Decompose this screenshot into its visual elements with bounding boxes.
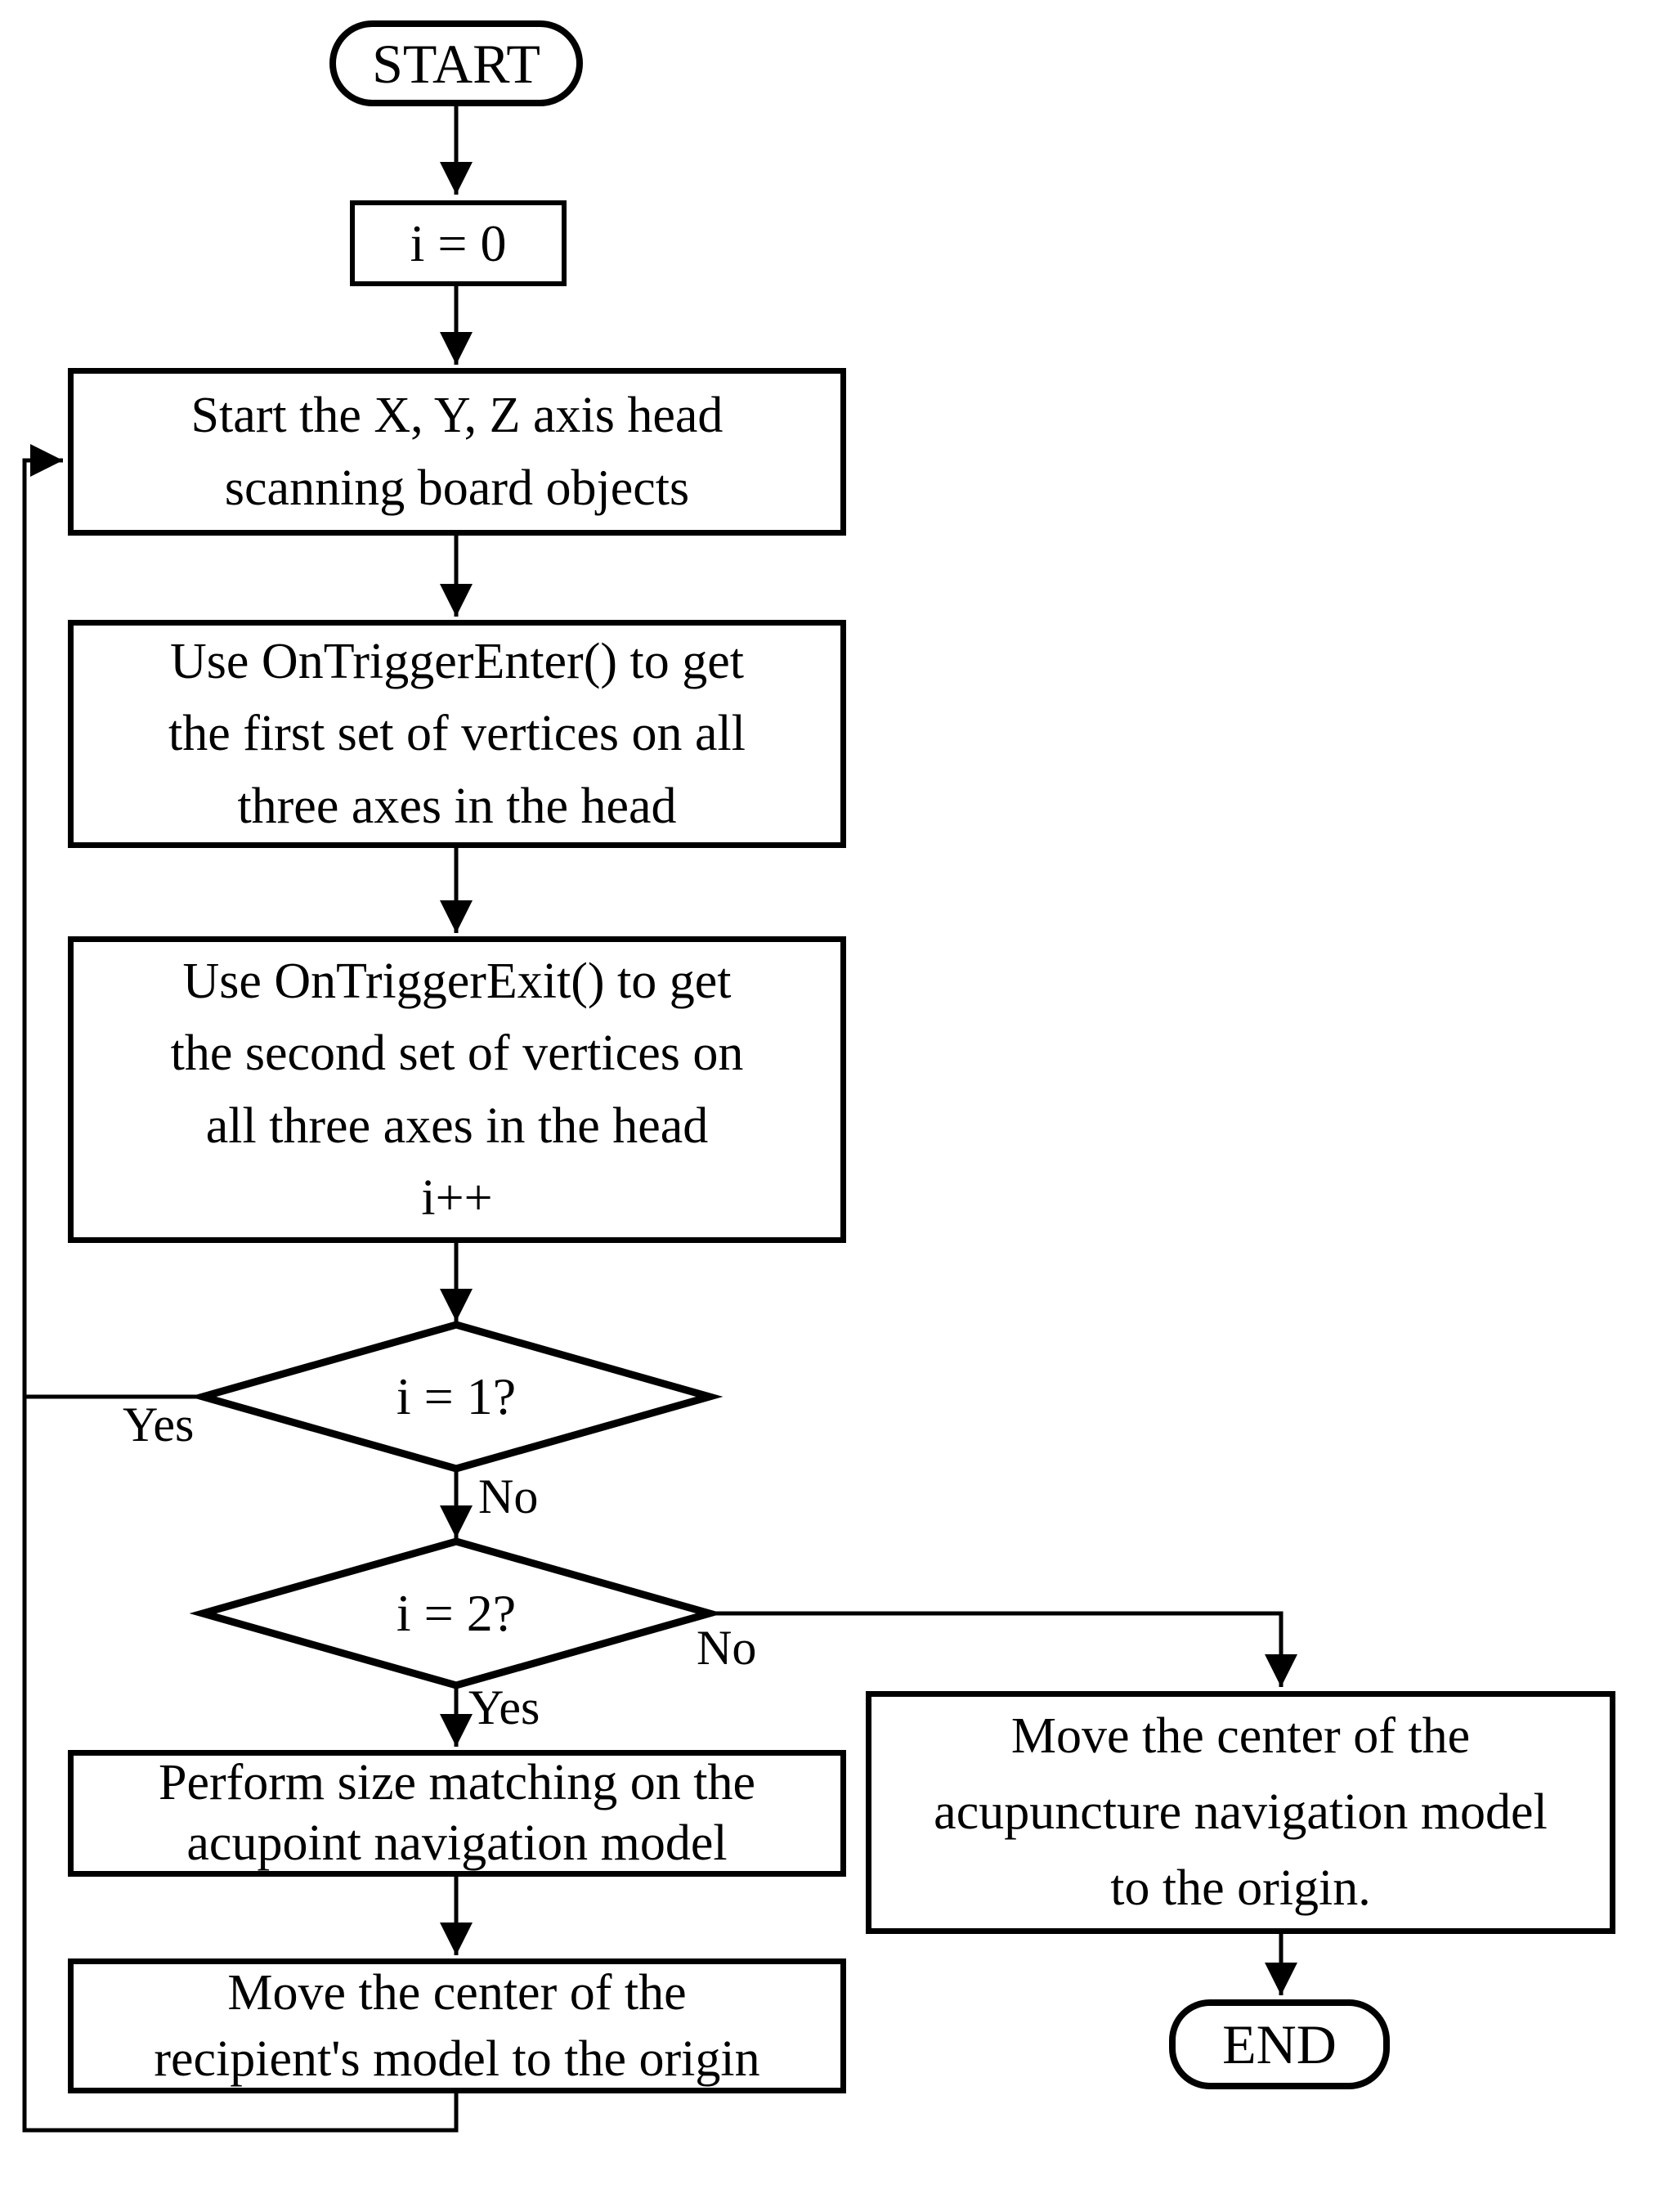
decision-i-equals-1-label: i = 1? — [396, 1367, 517, 1425]
move-recipient-box: Move the center of the recipient's model… — [68, 1958, 846, 2093]
decision-i-equals-2-shape — [189, 1537, 724, 1689]
check1-yes-label: Yes — [123, 1398, 195, 1451]
move-acupuncture-box: Move the center of the acupuncture navig… — [866, 1691, 1615, 1934]
ontriggerenter-box: Use OnTriggerEnter() to get the first se… — [68, 620, 846, 848]
edge-recipient-loop-to-scan — [22, 444, 459, 2133]
check1-no-label: No — [478, 1469, 539, 1523]
check2-yes-label: Yes — [468, 1680, 540, 1734]
check2-no-label: No — [697, 1621, 757, 1675]
edge-check2-no-to-acupuncture — [710, 1611, 1297, 1687]
start-terminator: START — [329, 20, 583, 106]
size-matching-box: Perform size matching on the acupoint na… — [68, 1750, 846, 1877]
ontriggerexit-box: Use OnTriggerExit() to get the second se… — [68, 936, 846, 1243]
scan-boards-box: Start the X, Y, Z axis head scanning boa… — [68, 368, 846, 536]
decision-i-equals-1-shape — [189, 1321, 724, 1473]
init-counter-box: i = 0 — [350, 200, 567, 286]
end-terminator: END — [1169, 1999, 1390, 2089]
decision-i-equals-2-label: i = 2? — [396, 1584, 517, 1642]
